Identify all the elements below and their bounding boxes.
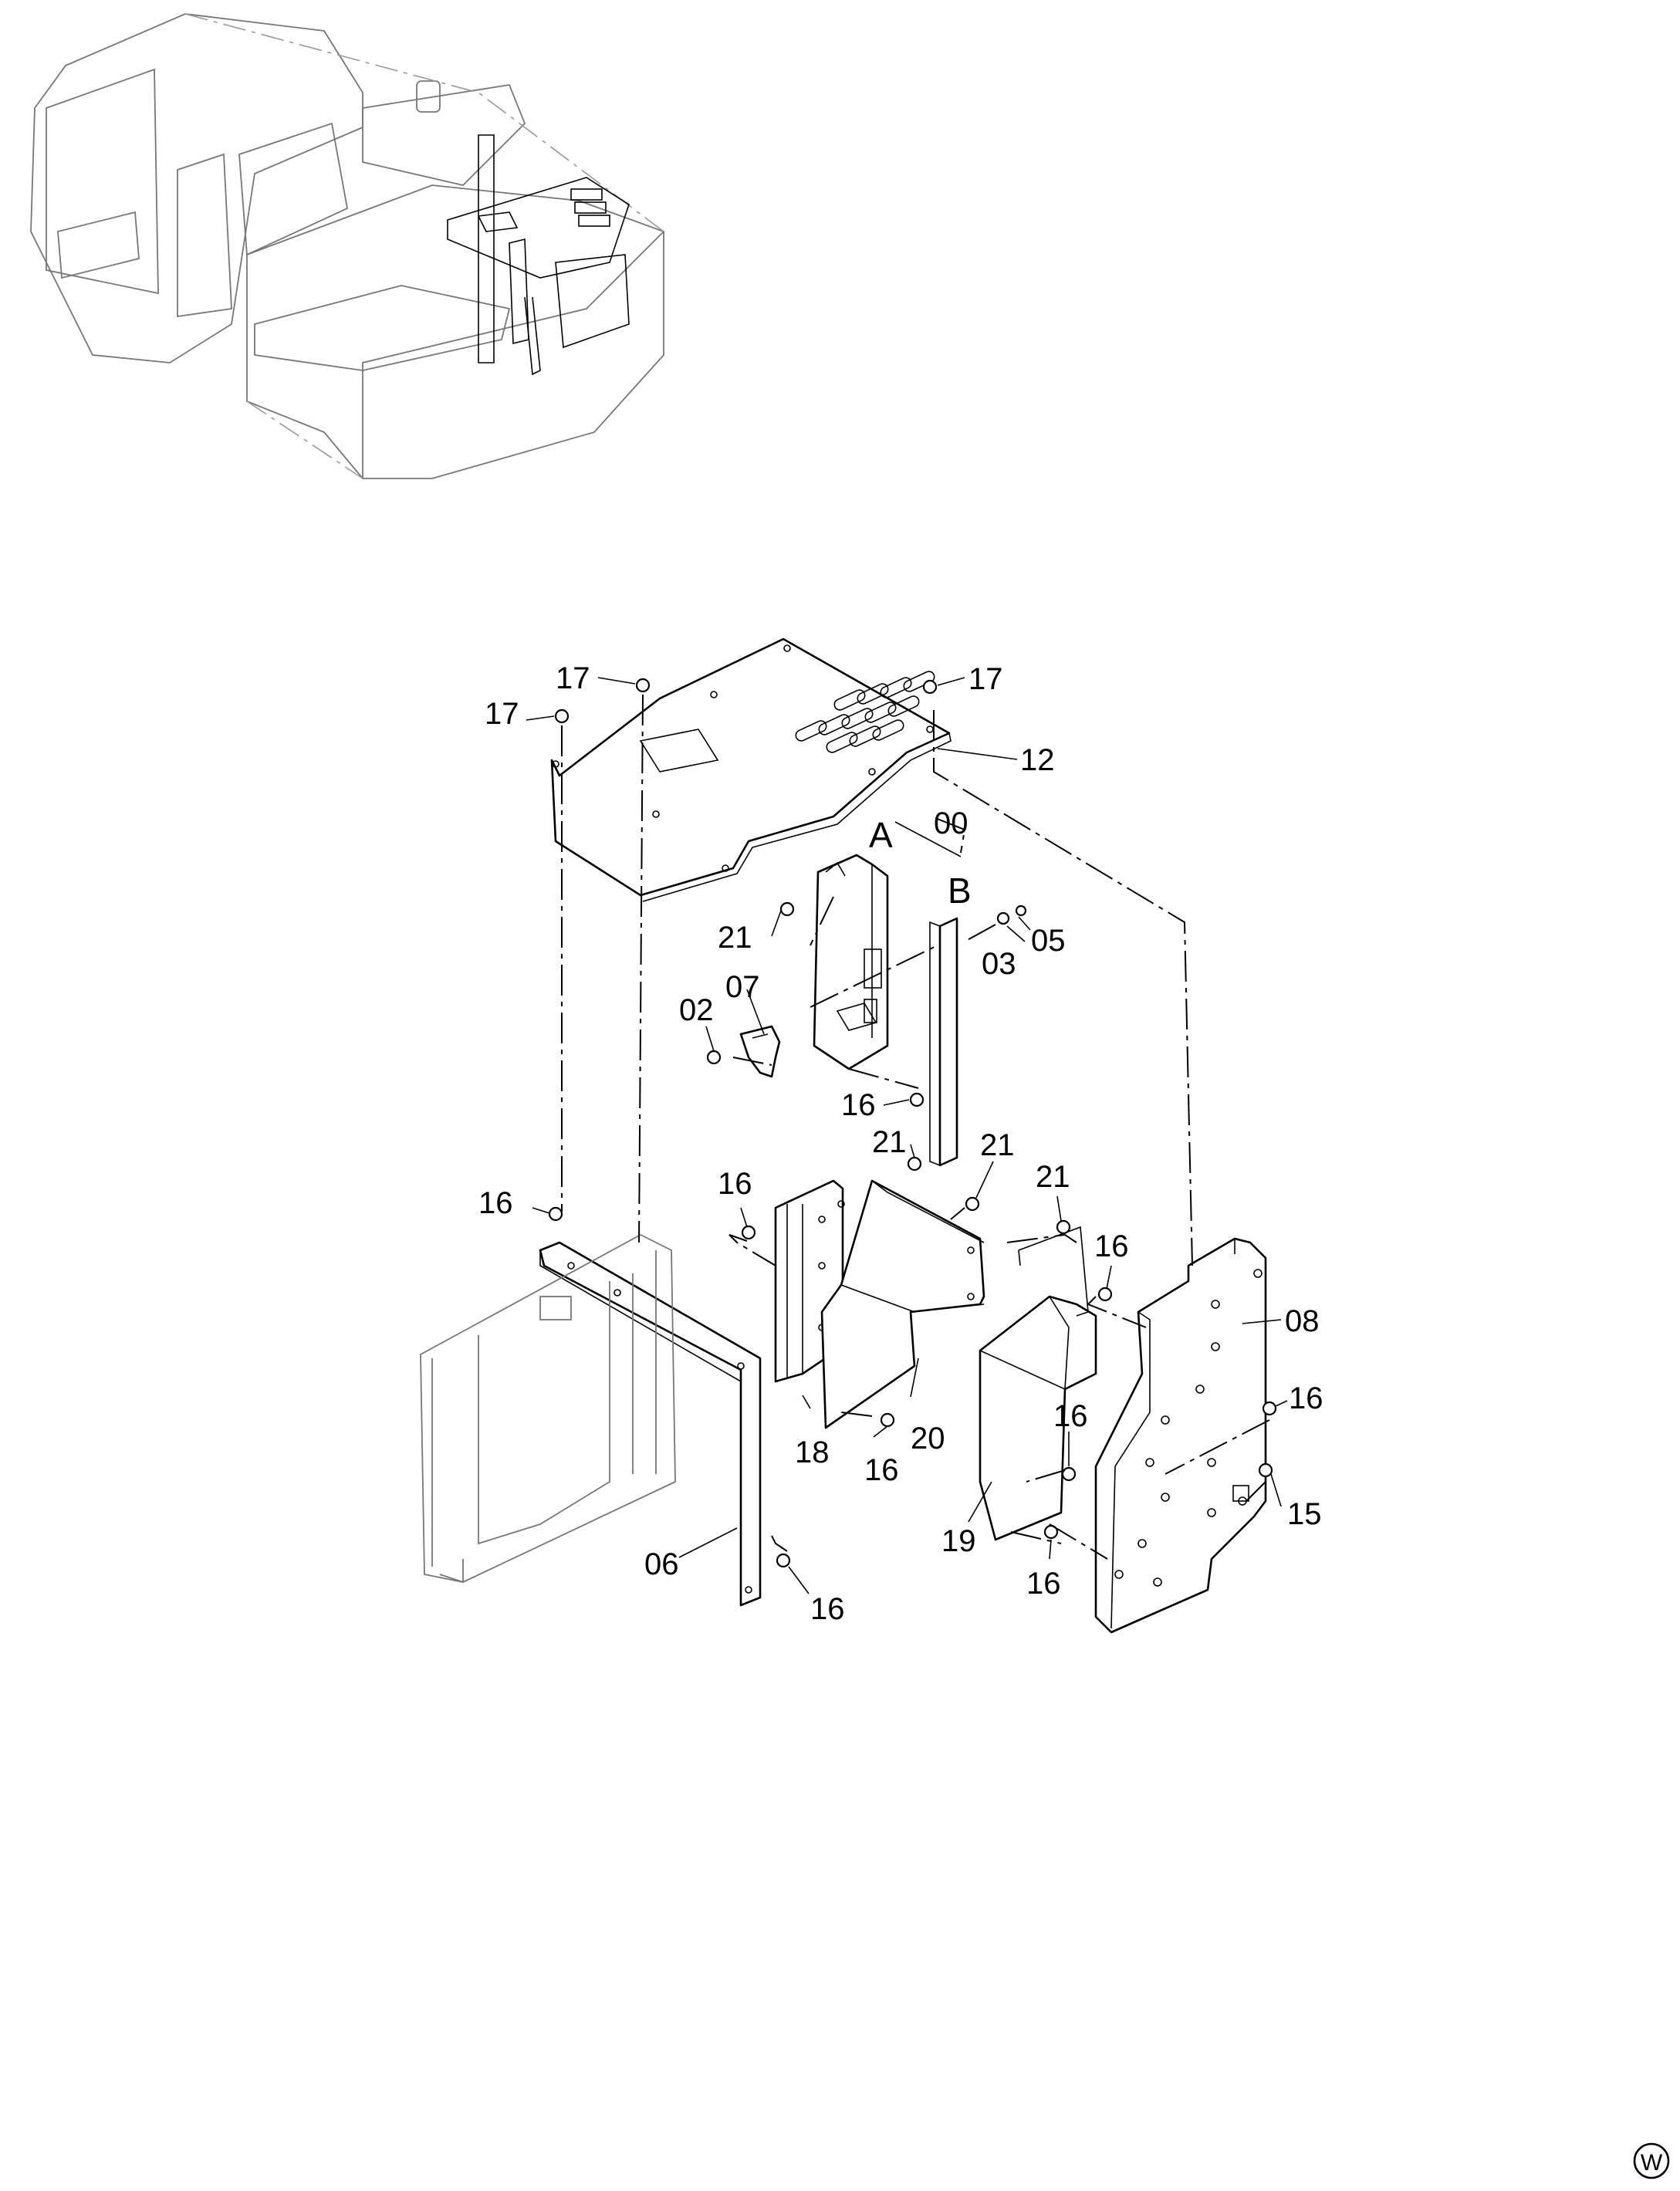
- part-labels: 17 17 17 12 00 A B 05 03 21 07 02 16 21 …: [478, 661, 1323, 1626]
- label-18: 18: [795, 1435, 830, 1469]
- part-12-top-cover: [550, 637, 952, 902]
- label-12: 12: [1020, 743, 1055, 777]
- part-00-b-strip: [929, 917, 958, 1167]
- side-panel-background: [420, 1233, 676, 1584]
- label-07: 07: [725, 970, 760, 1004]
- label-21-d: 21: [1036, 1160, 1070, 1194]
- part-08-side-plate: [1094, 1237, 1267, 1634]
- part-19-cover: [979, 1226, 1097, 1541]
- part-06-frame: [539, 1241, 762, 1607]
- exploded-assembly: 17 17 17 12 00 A B 05 03 21 07 02 16 21 …: [420, 637, 1323, 1634]
- label-03: 03: [982, 947, 1016, 981]
- label-17-right: 17: [968, 662, 1003, 696]
- label-15: 15: [1287, 1497, 1322, 1531]
- label-16-c: 16: [478, 1186, 513, 1220]
- leader-lines: [526, 677, 1288, 1594]
- corner-mark-letter: W: [1641, 2150, 1663, 2176]
- label-21-b: 21: [872, 1125, 907, 1159]
- label-16-e: 16: [1289, 1381, 1323, 1415]
- label-a: A: [869, 815, 893, 855]
- label-17-left: 17: [485, 697, 519, 731]
- label-06: 06: [644, 1547, 679, 1581]
- label-16-h: 16: [1026, 1567, 1061, 1601]
- label-16-i: 16: [810, 1592, 845, 1626]
- label-16-a: 16: [841, 1088, 876, 1122]
- alignment-lines: [561, 694, 1270, 1560]
- label-16-b: 16: [718, 1167, 752, 1201]
- label-21-c: 21: [980, 1128, 1015, 1162]
- label-17-top: 17: [556, 661, 590, 695]
- label-16-f: 16: [1053, 1399, 1088, 1433]
- label-08: 08: [1285, 1304, 1320, 1338]
- label-02: 02: [679, 993, 714, 1027]
- label-19: 19: [941, 1524, 976, 1558]
- machine-overview-illustration: [30, 13, 664, 479]
- corner-mark-w: W: [1633, 2142, 1670, 2179]
- label-05: 05: [1031, 924, 1066, 958]
- label-16-d: 16: [1094, 1229, 1129, 1263]
- part-07-clip: [739, 1025, 781, 1078]
- label-16-g: 16: [864, 1453, 899, 1487]
- part-20-duct: [820, 1179, 985, 1429]
- label-20: 20: [911, 1422, 945, 1456]
- label-00: 00: [934, 806, 968, 840]
- label-21-a: 21: [718, 921, 752, 955]
- label-b: B: [948, 871, 972, 911]
- part-00-a-bracket: [813, 854, 889, 1070]
- cover-vent-slots: [795, 671, 935, 753]
